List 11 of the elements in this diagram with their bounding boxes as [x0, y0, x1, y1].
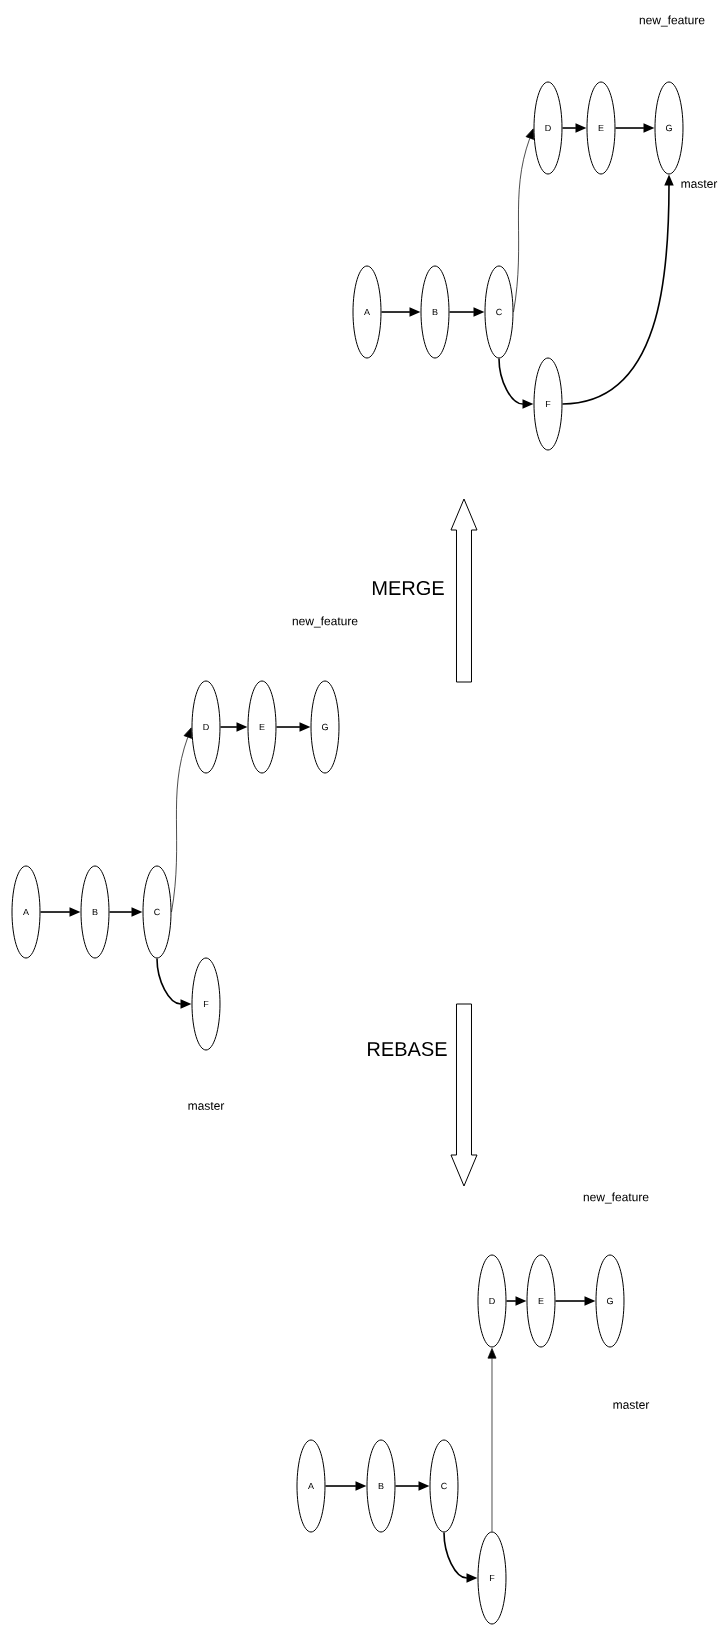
branch-label: new_feature	[583, 1192, 649, 1204]
arrow	[171, 727, 193, 913]
arrow	[487, 1348, 497, 1532]
arrow	[513, 128, 535, 313]
branch-label: master	[613, 1401, 650, 1409]
branch-label: new_feature	[639, 15, 705, 27]
branch-label: new_feature	[292, 616, 358, 628]
operation-label: REBASE	[368, 1041, 447, 1057]
operation-label: MERGE	[373, 580, 444, 596]
branch-label: master	[188, 1102, 225, 1110]
branch-label: master	[681, 180, 718, 188]
